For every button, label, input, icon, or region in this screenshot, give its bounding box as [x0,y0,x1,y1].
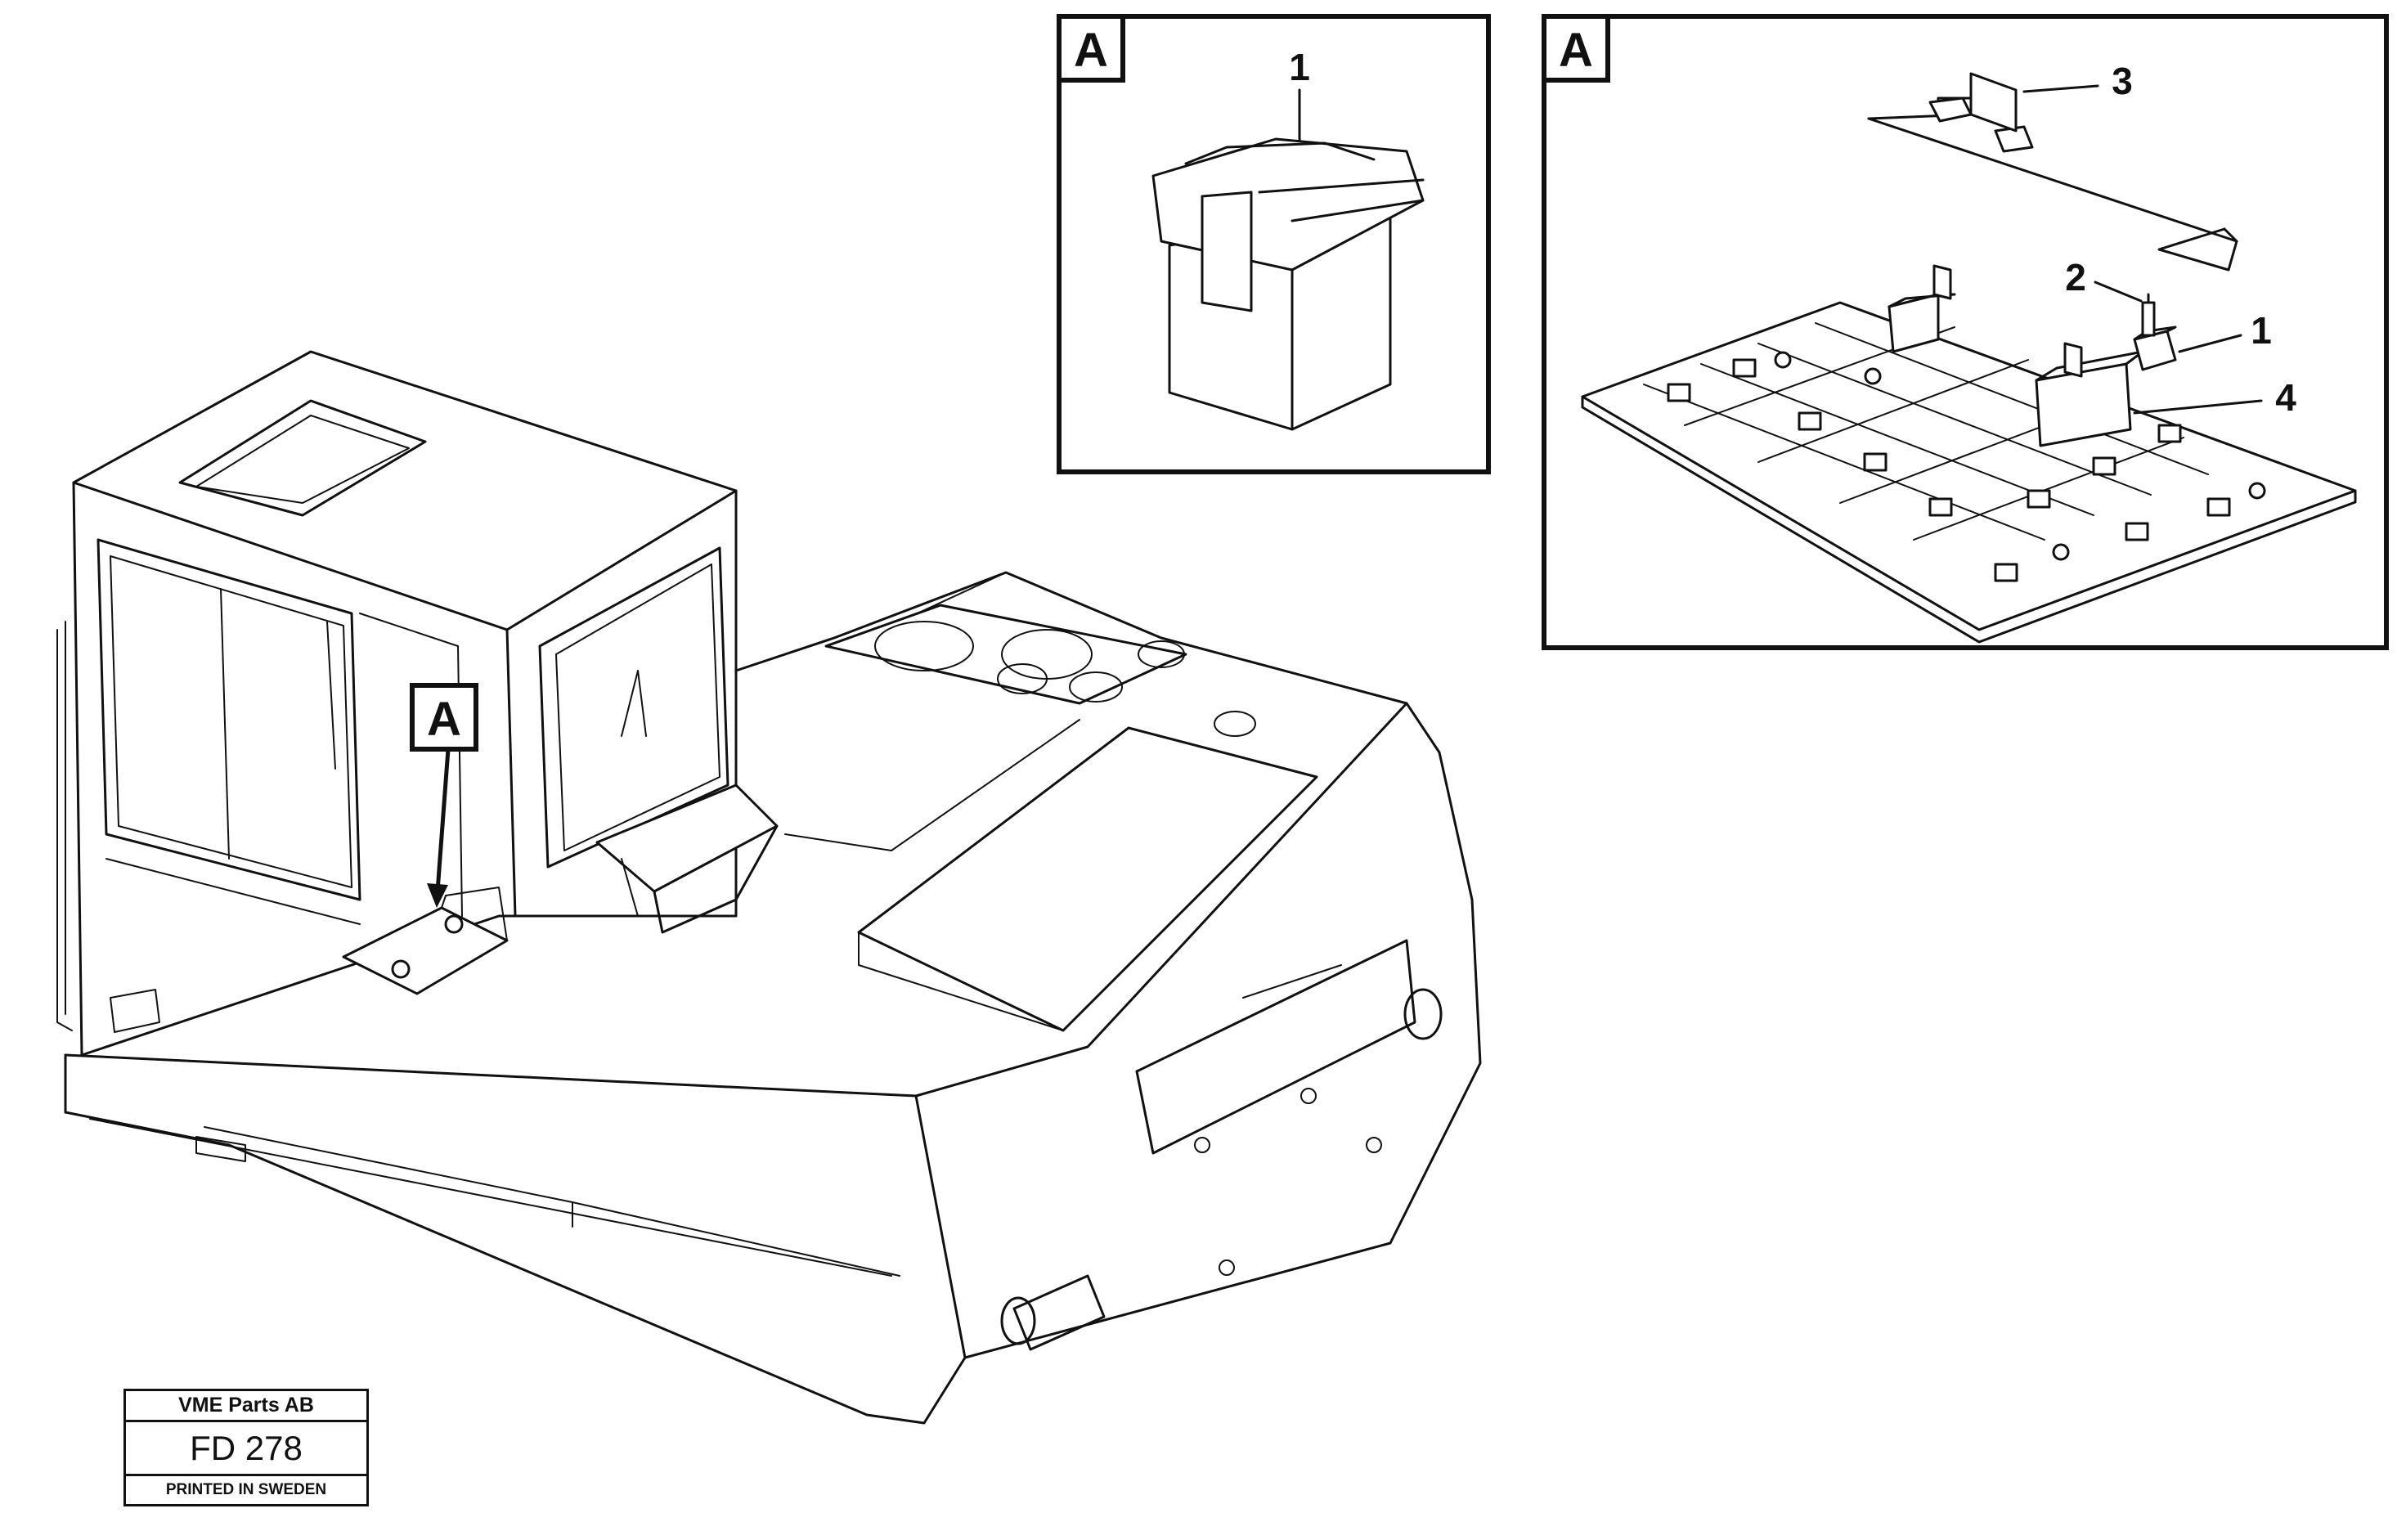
svg-text:A: A [1559,24,1593,77]
drawing-code: FD 278 [126,1422,366,1476]
company-name: VME Parts AB [126,1391,366,1422]
printed-note: PRINTED IN SWEDEN [165,1481,327,1498]
svg-text:1: 1 [2251,309,2272,352]
relay-part [1151,137,1425,431]
svg-text:A: A [427,693,461,746]
svg-text:1: 1 [1289,46,1310,88]
detail-panel-circuit-board: A 3 [1542,14,2389,650]
svg-text:4: 4 [2275,376,2296,419]
relay-holder-bracket [1867,72,2238,272]
small-relay [2133,326,2177,371]
excavator-upper-structure [56,350,1482,1425]
svg-text:A: A [1074,24,1108,77]
title-block: VME Parts AB FD 278 PRINTED IN SWEDEN [123,1389,369,1506]
detail-panel-relay: A 1 [1057,14,1491,474]
svg-text:2: 2 [2065,256,2086,299]
circuit-board [1581,264,2357,644]
detail-marker-a: A [410,683,478,908]
connector-plug [2141,293,2156,337]
svg-text:3: 3 [2112,60,2133,102]
